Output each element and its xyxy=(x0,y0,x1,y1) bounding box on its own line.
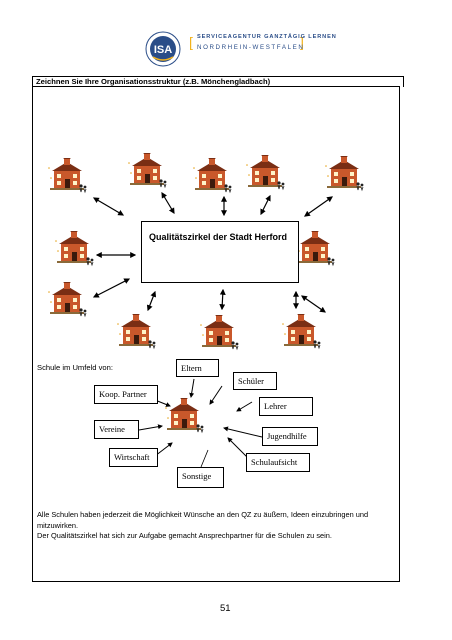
partner-box-schulaufsicht: Schulaufsicht xyxy=(246,453,310,472)
eltern-arrow xyxy=(189,378,195,398)
schulaufsicht-arrow xyxy=(227,437,249,459)
logo-bracket-left: [ xyxy=(189,34,193,50)
page-title: Zeichnen Sie Ihre Organisationsstruktur … xyxy=(32,76,404,87)
org-name-line1: SERVICEAGENTUR GANZTÄGIG LERNEN xyxy=(197,34,337,40)
body-paragraph-1: Alle Schulen haben jederzeit die Möglich… xyxy=(37,510,369,530)
lehrer-arrow xyxy=(236,401,253,412)
school-house-icon xyxy=(282,314,321,349)
connection-arrow xyxy=(161,191,175,215)
partner-box-jugendhilfe: Jugendhilfe xyxy=(262,427,318,446)
body-paragraph-2: Der Qualitätszirkel hat sich zur Aufgabe… xyxy=(37,531,332,540)
school-house-icon xyxy=(55,231,94,266)
vereine-arrow xyxy=(138,424,163,431)
partner-box-schueler: Schüler xyxy=(233,372,277,390)
school-house-icon xyxy=(200,315,239,350)
school-house-icon xyxy=(128,153,167,188)
qualitaetszirkel-title: Qualitätszirkel der Stadt Herford xyxy=(149,232,288,242)
org-name-line2: NORDRHEIN-WESTFALEN xyxy=(197,44,305,51)
connection-arrow xyxy=(146,290,157,312)
connection-arrow xyxy=(92,278,131,298)
school-house-icon xyxy=(117,314,156,349)
connection-arrow xyxy=(92,197,125,216)
sonstige-line xyxy=(200,449,209,468)
school-house-icon xyxy=(296,231,335,266)
isa-logo: ISA xyxy=(143,27,313,71)
qualitaetszirkel-box: Qualitätszirkel der Stadt Herford xyxy=(141,221,299,283)
school-house-icon xyxy=(48,282,87,317)
schueler-arrow xyxy=(209,385,223,405)
connection-arrow xyxy=(301,295,326,313)
partner-box-wirtschaft: Wirtschaft xyxy=(109,448,158,467)
school-house-icon xyxy=(165,398,204,433)
school-house-icon xyxy=(246,155,285,190)
page-number: 51 xyxy=(220,603,231,614)
environment-label: Schule im Umfeld von: xyxy=(37,363,113,372)
partner-box-sonstige: Sonstige xyxy=(177,467,224,488)
logo-bracket-right: ] xyxy=(300,34,304,50)
partner-box-vereine: Vereine xyxy=(94,420,139,439)
drawing-frame xyxy=(32,86,400,582)
school-house-icon xyxy=(193,158,232,193)
partner-box-eltern: Eltern xyxy=(176,359,219,377)
jugendhilfe-arrow xyxy=(223,426,263,438)
partner-box-lehrer: Lehrer xyxy=(259,397,313,416)
school-house-icon xyxy=(325,156,364,191)
connection-arrow xyxy=(219,288,226,311)
connection-arrow xyxy=(260,194,271,216)
isa-logo-mark: ISA xyxy=(145,31,181,67)
body-text: Alle Schulen haben jederzeit die Möglich… xyxy=(37,510,395,542)
school-house-icon xyxy=(48,158,87,193)
connection-arrow xyxy=(304,196,333,217)
logo-letters: ISA xyxy=(154,44,172,56)
partner-box-koop: Koop. Partner xyxy=(94,385,158,404)
